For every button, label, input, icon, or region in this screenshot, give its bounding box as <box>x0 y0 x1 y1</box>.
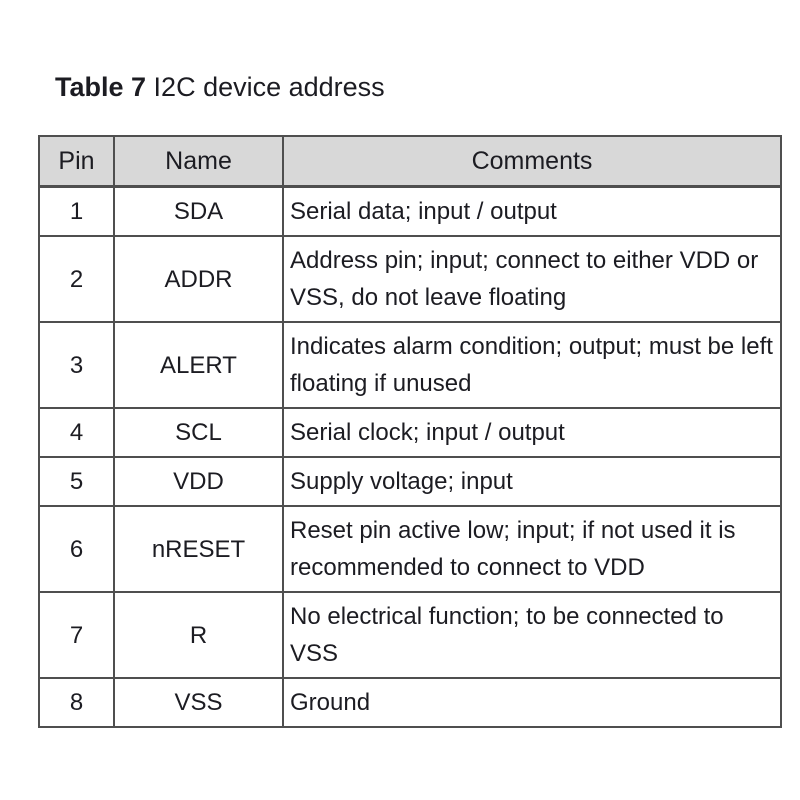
table-caption: Table 7 I2C device address <box>55 72 385 103</box>
column-header-pin: Pin <box>38 135 115 188</box>
comments-cell: Serial clock; input / output <box>282 407 782 458</box>
pin-cell: 4 <box>38 407 115 458</box>
name-cell: VDD <box>113 456 284 507</box>
column-header-name: Name <box>113 135 284 188</box>
name-cell: ADDR <box>113 235 284 323</box>
comments-cell: Serial data; input / output <box>282 185 782 237</box>
name-cell: nRESET <box>113 505 284 593</box>
name-cell: VSS <box>113 677 284 728</box>
pin-cell: 2 <box>38 235 115 323</box>
comments-cell: No electrical function; to be connected … <box>282 591 782 679</box>
comments-cell: Indicates alarm condition; output; must … <box>282 321 782 409</box>
pin-cell: 7 <box>38 591 115 679</box>
pin-cell: 1 <box>38 185 115 237</box>
column-header-comments: Comments <box>282 135 782 188</box>
comments-cell: Ground <box>282 677 782 728</box>
table-caption-text: I2C device address <box>146 72 385 102</box>
pin-cell: 8 <box>38 677 115 728</box>
pin-cell: 3 <box>38 321 115 409</box>
comments-cell: Supply voltage; input <box>282 456 782 507</box>
name-cell: R <box>113 591 284 679</box>
name-cell: SDA <box>113 185 284 237</box>
table-caption-number: Table 7 <box>55 72 147 102</box>
name-cell: ALERT <box>113 321 284 409</box>
pin-cell: 5 <box>38 456 115 507</box>
pin-cell: 6 <box>38 505 115 593</box>
name-cell: SCL <box>113 407 284 458</box>
table-header-row: Pin Name Comments <box>38 135 782 188</box>
comments-cell: Address pin; input; connect to either VD… <box>282 235 782 323</box>
comments-cell: Reset pin active low; input; if not used… <box>282 505 782 593</box>
